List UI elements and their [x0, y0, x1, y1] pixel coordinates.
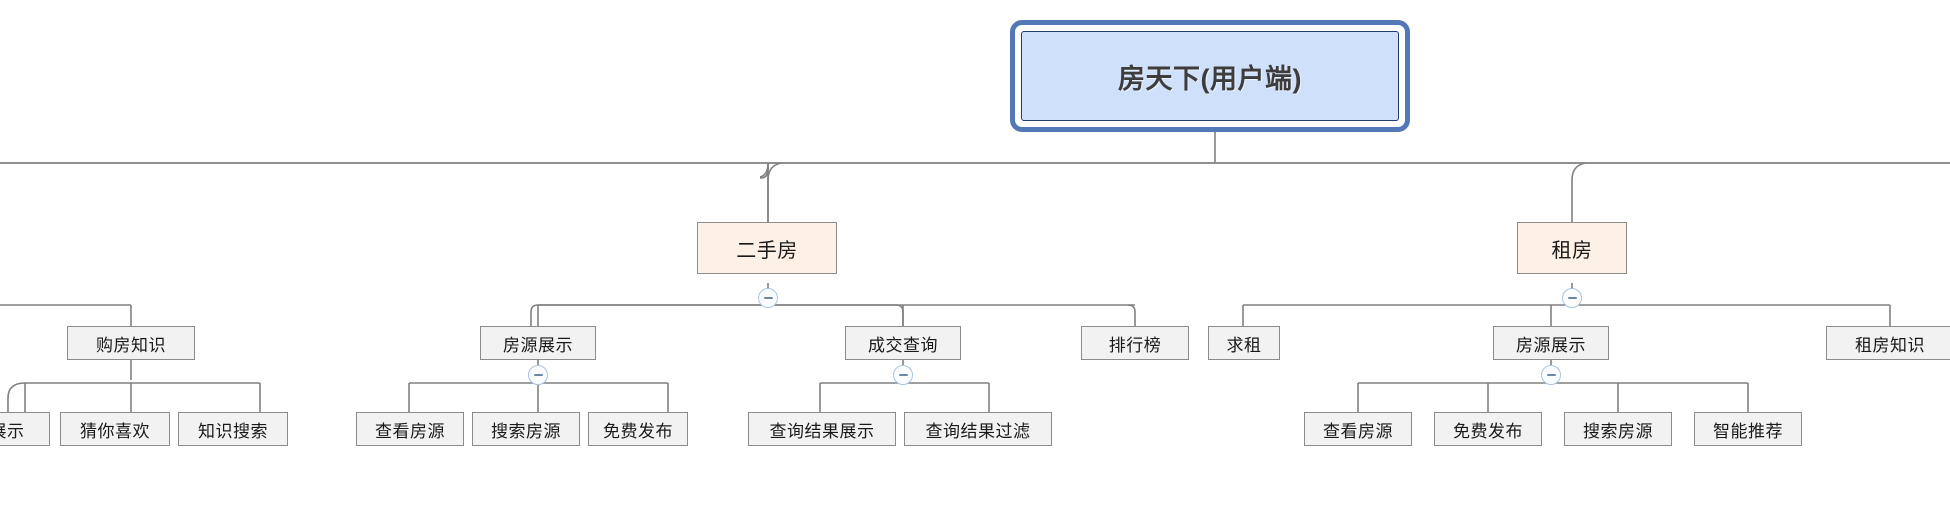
level4-node-sousuofangyuan-2[interactable]: 搜索房源 — [1564, 412, 1672, 446]
minus-glyph — [763, 297, 773, 299]
level4-node-mianfeifabu-2[interactable]: 免费发布 — [1434, 412, 1542, 446]
level2-node-ershoufang[interactable]: 二手房 — [697, 222, 837, 274]
minus-glyph — [533, 374, 543, 376]
collapse-minus-icon-zufang[interactable] — [1562, 288, 1582, 308]
level4-node-chakanfangyuan-2[interactable]: 查看房源 — [1304, 412, 1412, 446]
level4-label-zhinengtuijian: 智能推荐 — [1713, 421, 1783, 441]
level3-node-fangyuanzhanshi-zufang[interactable]: 房源展示 — [1493, 326, 1609, 360]
level3-label-chengjiaochaxun: 成交查询 — [868, 335, 938, 355]
level3-label-zufangzhishi: 租房知识 — [1855, 335, 1925, 355]
level4-node-cainixihuan[interactable]: 猜你喜欢 — [60, 412, 170, 446]
level3-label-fangyuanzhanshi-zufang: 房源展示 — [1516, 335, 1586, 355]
collapse-minus-icon-chengjiaochaxun[interactable] — [893, 365, 913, 385]
level4-node-sousuofangyuan-1[interactable]: 搜索房源 — [472, 412, 580, 446]
level2-label-ershoufang: 二手房 — [736, 239, 798, 262]
level4-node-mianfeifabu-1[interactable]: 免费发布 — [588, 412, 688, 446]
level3-node-chengjiaochaxun[interactable]: 成交查询 — [845, 326, 961, 360]
level4-node-chaxunjieguozhanshi[interactable]: 查询结果展示 — [748, 412, 896, 446]
level3-node-zufangzhishi[interactable]: 租房知识 — [1826, 326, 1950, 360]
level4-label-mianfeifabu-1: 免费发布 — [603, 421, 673, 441]
level4-label-sousuofangyuan-2: 搜索房源 — [1583, 421, 1653, 441]
level3-node-qiuzu[interactable]: 求租 — [1208, 326, 1280, 360]
collapse-minus-icon-fangyuanzhanshi-ershou[interactable] — [528, 365, 548, 385]
level4-node-chakanfangyuan-1[interactable]: 查看房源 — [356, 412, 464, 446]
level2-node-zufang[interactable]: 租房 — [1517, 222, 1627, 274]
level4-label-chakanfangyuan-1: 查看房源 — [375, 421, 445, 441]
level3-label-gouFangZhiShi: 购房知识 — [96, 335, 166, 355]
level3-label-qiuzu: 求租 — [1226, 335, 1262, 355]
level4-node-chaxunjieguoguolu[interactable]: 查询结果过滤 — [904, 412, 1052, 446]
level3-node-paihangbang[interactable]: 排行榜 — [1081, 326, 1189, 360]
collapse-minus-icon-fangyuanzhanshi-zufang[interactable] — [1541, 365, 1561, 385]
level4-node-zhanshi-clipped[interactable]: 展示 — [0, 412, 50, 446]
minus-glyph — [1546, 374, 1556, 376]
minus-glyph — [1567, 297, 1577, 299]
level4-node-zhinengtuijian[interactable]: 智能推荐 — [1694, 412, 1802, 446]
level3-label-paihangbang: 排行榜 — [1108, 335, 1162, 355]
level4-label-cainixihuan: 猜你喜欢 — [80, 421, 150, 441]
level2-label-zufang: 租房 — [1551, 239, 1593, 262]
level4-label-zhishisousuo: 知识搜索 — [198, 421, 268, 441]
collapse-minus-icon-ershoufang[interactable] — [758, 288, 778, 308]
level3-label-fangyuanzhanshi-ershou: 房源展示 — [503, 335, 573, 355]
root-node-房天下用户端[interactable]: 房天下(用户端) — [1021, 31, 1399, 121]
level3-node-gouFangZhiShi[interactable]: 购房知识 — [67, 326, 195, 360]
root-node-outer-frame — [1010, 20, 1410, 132]
minus-glyph — [898, 374, 908, 376]
level4-label-sousuofangyuan-1: 搜索房源 — [491, 421, 561, 441]
level3-node-fangyuanzhanshi-ershou[interactable]: 房源展示 — [480, 326, 596, 360]
level4-node-zhishisousuo[interactable]: 知识搜索 — [178, 412, 288, 446]
level4-label-chaxunjieguoguolu: 查询结果过滤 — [925, 421, 1031, 441]
level4-label-chakanfangyuan-2: 查看房源 — [1323, 421, 1393, 441]
root-node-label: 房天下(用户端) — [1118, 63, 1302, 94]
level4-label-zhanshi-clipped: 展示 — [0, 421, 25, 441]
level4-label-mianfeifabu-2: 免费发布 — [1453, 421, 1523, 441]
level4-label-chaxunjieguozhanshi: 查询结果展示 — [769, 421, 875, 441]
